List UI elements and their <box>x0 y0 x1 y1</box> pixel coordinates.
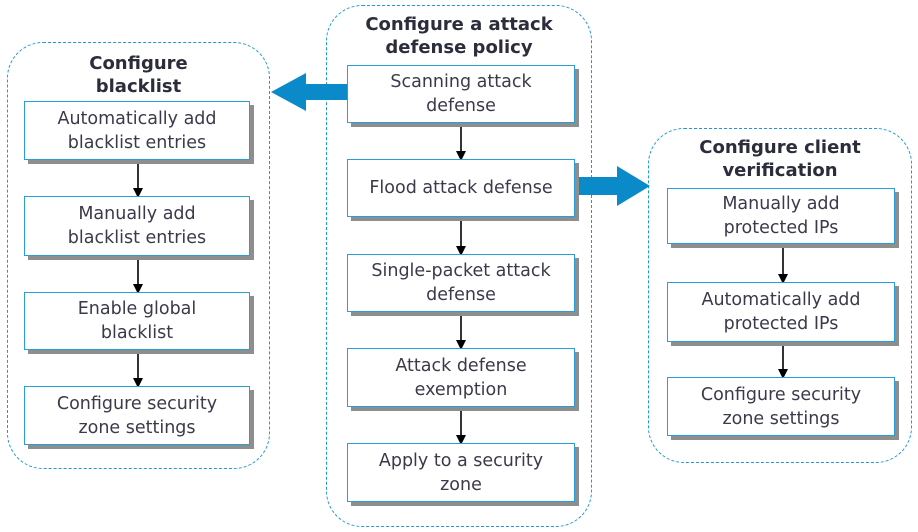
step-flood-attack-defense: Flood attack defense <box>347 159 575 217</box>
step-client-security-zone: Configure security zone settings <box>667 377 895 436</box>
step-auto-add-protected-ips: Automatically add protected IPs <box>667 282 895 342</box>
blacklist-group: Configure blacklist <box>7 42 270 469</box>
policy-group-title: Configure a attack defense policy <box>365 14 553 58</box>
client-verification-group: Configure client verification <box>648 128 912 463</box>
arrow-to-client-verification <box>574 166 650 206</box>
arrow-to-blacklist <box>271 73 348 111</box>
policy-group: Configure a attack defense policy <box>326 5 592 527</box>
step-scanning-attack-defense: Scanning attack defense <box>347 65 575 123</box>
step-manual-add-protected-ips: Manually add protected IPs <box>667 188 895 244</box>
step-single-packet-attack-defense: Single-packet attack defense <box>347 254 575 312</box>
blacklist-group-title: Configure blacklist <box>89 53 188 97</box>
step-blacklist-security-zone: Configure security zone settings <box>24 386 250 445</box>
client-verification-group-title: Configure client verification <box>699 137 861 181</box>
step-apply-security-zone: Apply to a security zone <box>347 443 575 502</box>
step-auto-add-blacklist: Automatically add blacklist entries <box>24 101 250 160</box>
step-attack-defense-exemption: Attack defense exemption <box>347 348 575 407</box>
step-enable-global-blacklist: Enable global blacklist <box>24 292 250 350</box>
step-manual-add-blacklist: Manually add blacklist entries <box>24 196 250 256</box>
